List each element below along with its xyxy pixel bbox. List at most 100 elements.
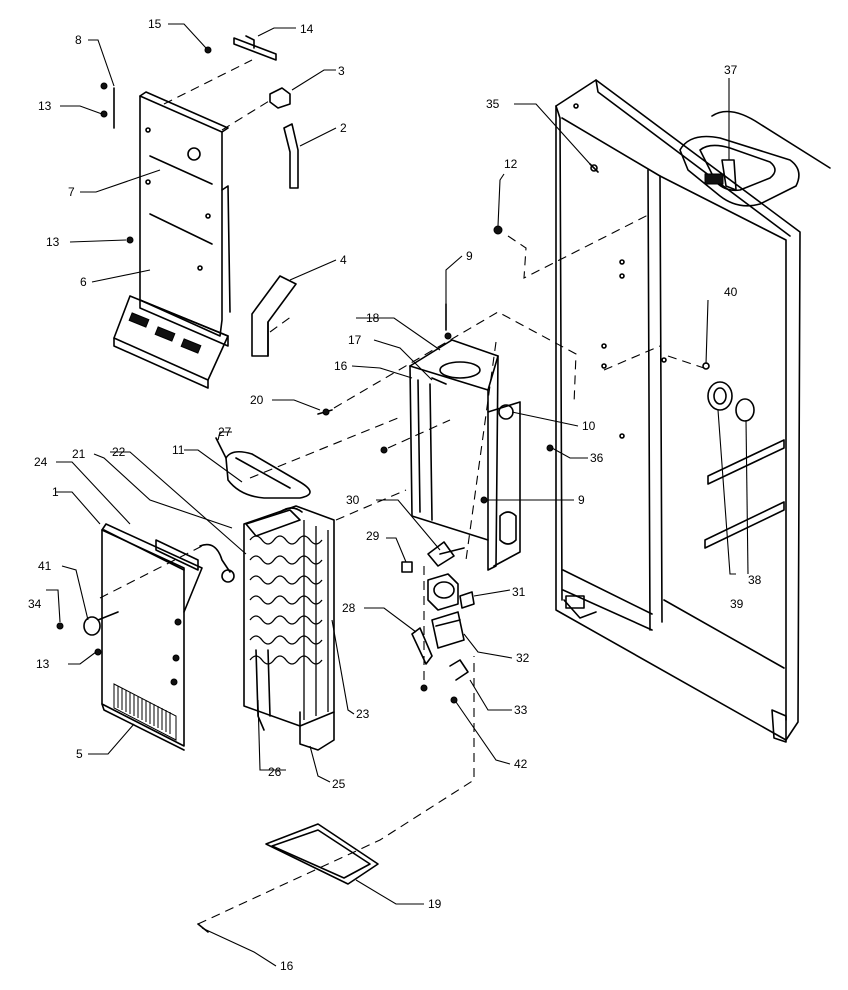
callout-10: 10: [582, 419, 596, 433]
part-18-fan-housing: [356, 317, 521, 571]
part-42-screw: [450, 696, 511, 765]
part-16-bottom-screw: [197, 923, 277, 967]
callout-13-mid: 13: [46, 235, 60, 249]
part-22-bracket: [110, 451, 247, 555]
part-26-heater: [255, 649, 286, 771]
callout-26: 26: [268, 765, 282, 779]
callout-28: 28: [342, 601, 356, 615]
part-38-cap: [735, 398, 755, 575]
callout-16-bottom: 16: [280, 959, 294, 973]
callout-21: 21: [72, 447, 86, 461]
part-35-screw: [514, 103, 599, 173]
dash-cabinet: [603, 345, 661, 371]
callout-23: 23: [356, 707, 370, 721]
callout-15: 15: [148, 17, 162, 31]
part-2-insulation-strip: [283, 123, 337, 189]
part-19-drain-trough: [265, 823, 424, 905]
part-8-bracket: [88, 39, 115, 129]
part-31-motor: [427, 573, 511, 611]
part-7-thermostat: [80, 169, 161, 193]
callout-30: 30: [346, 493, 360, 507]
callout-2: 2: [340, 121, 347, 135]
callout-22: 22: [112, 445, 126, 459]
callout-12: 12: [504, 157, 518, 171]
part-28-bracket: [364, 607, 433, 665]
leader-6: [91, 269, 151, 283]
part-20-screw: [272, 399, 333, 416]
part-27-tubing: [215, 431, 311, 499]
callout-39: 39: [730, 597, 744, 611]
dash-cover: [99, 543, 207, 599]
callout-8: 8: [75, 33, 82, 47]
part-25-drain-heater: [299, 711, 335, 783]
refrigerator-cabinet: [555, 79, 831, 743]
dash-trough: [197, 656, 475, 925]
part-15-screw: [168, 23, 212, 54]
callout-6: 6: [80, 275, 87, 289]
callout-25: 25: [332, 777, 346, 791]
callout-19: 19: [428, 897, 442, 911]
part-11-screw: [184, 449, 243, 483]
part-13-screws: [60, 105, 134, 665]
part-14-bracket: [233, 27, 296, 61]
part-29-clip: [386, 537, 413, 573]
callout-9-top: 9: [466, 249, 473, 263]
callout-3: 3: [338, 64, 345, 78]
connector: [221, 569, 235, 583]
callout-27: 27: [218, 425, 232, 439]
dash-housing: [387, 419, 451, 449]
leader-dash-3: [221, 97, 275, 131]
callout-33: 33: [514, 703, 528, 717]
callout-24: 24: [34, 455, 48, 469]
part-36-screw: [546, 444, 588, 459]
part-16-screw: [351, 365, 413, 379]
callout-32: 32: [516, 651, 530, 665]
screw-housing: [380, 446, 388, 454]
dash-11: [249, 417, 399, 479]
callout-14: 14: [300, 22, 314, 36]
callout-labels: 15 14 8 3 13 2 7 13 4 6 35 37 12 9 40 18…: [28, 17, 762, 973]
part-23-evaporator-coil: [243, 505, 355, 727]
wire-harness: [199, 543, 231, 573]
dash-blade: [465, 341, 497, 561]
callout-1: 1: [52, 485, 59, 499]
callout-42: 42: [514, 757, 528, 771]
part-34-bulb: [46, 589, 64, 630]
part-21-heater-wire: [93, 453, 233, 529]
callout-17: 17: [348, 333, 362, 347]
part-6-evaporator-cover: [113, 91, 231, 389]
callout-34: 34: [28, 597, 42, 611]
callout-11: 11: [172, 443, 185, 457]
part-12-screw: [493, 173, 651, 279]
part-9-screws: [445, 255, 574, 504]
part-33-bracket: [449, 659, 512, 711]
part-4-insulation-strip: [251, 259, 337, 357]
part-40-screw: [667, 299, 710, 370]
part-3-clip: [269, 69, 336, 109]
part-17-bracket: [373, 339, 447, 385]
part-24-harness: [56, 461, 131, 525]
callout-37: 37: [724, 63, 738, 77]
callout-4: 4: [340, 253, 347, 267]
callout-13-top: 13: [38, 99, 52, 113]
callout-16-top: 16: [334, 359, 348, 373]
part-39-seal-ring: [707, 381, 736, 575]
part-37-ice-bin-fitting: [721, 78, 737, 191]
callout-36: 36: [590, 451, 604, 465]
part-41-light-socket: [61, 565, 119, 636]
callout-31: 31: [512, 585, 526, 599]
callout-18: 18: [366, 311, 380, 325]
callout-40: 40: [724, 285, 738, 299]
part-1-bracket: [56, 491, 199, 571]
part-5-lower-cover: [88, 523, 203, 755]
callout-29: 29: [366, 529, 380, 543]
callout-9-bottom: 9: [578, 493, 585, 507]
part-32-bracket: [431, 611, 513, 659]
callout-41: 41: [38, 559, 52, 573]
dash-to-cabinet: [333, 311, 577, 409]
callout-5: 5: [76, 747, 83, 761]
leader-dash-14: [163, 59, 253, 105]
part-10-grommet: [511, 411, 579, 427]
